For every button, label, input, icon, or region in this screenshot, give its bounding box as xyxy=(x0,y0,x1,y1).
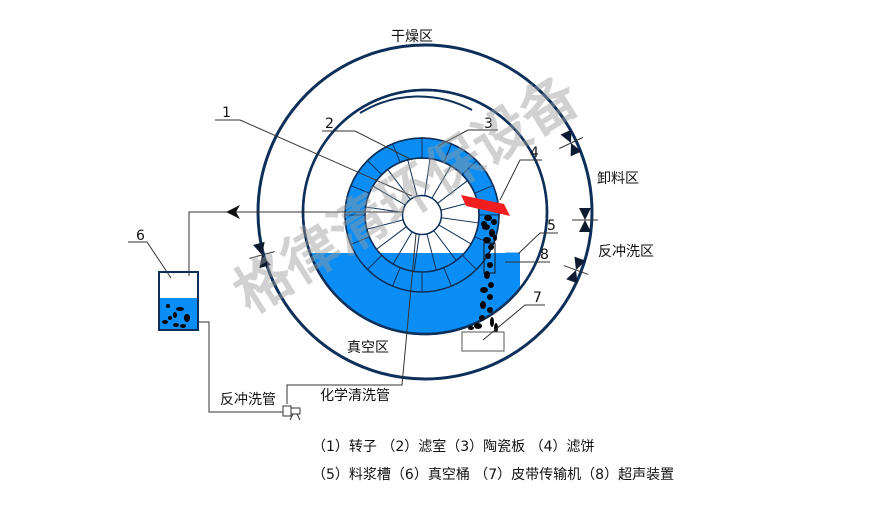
spoke xyxy=(433,229,457,261)
spoke xyxy=(407,159,418,197)
spoke xyxy=(438,224,472,245)
label-7: 7 xyxy=(533,290,542,306)
zone-boundary-marker-icon xyxy=(572,208,598,232)
cake-particle xyxy=(468,326,474,330)
belt-conveyor xyxy=(461,331,505,352)
ring-divider xyxy=(392,143,401,163)
tank-particle xyxy=(168,316,172,320)
tank-particle xyxy=(173,323,179,327)
tank-particle xyxy=(166,304,170,308)
cake-particle xyxy=(479,315,485,321)
cake-particle xyxy=(488,244,494,250)
cake-particle xyxy=(480,287,488,293)
cake-particle xyxy=(491,219,497,225)
zone-boundary-marker-icon xyxy=(559,129,583,157)
vacuum-tank-particles xyxy=(162,304,190,328)
zone-boundary-marker-icon xyxy=(563,256,589,284)
filter-cake-particles xyxy=(468,215,498,333)
label-2: 2 xyxy=(325,116,334,132)
backwash-pipe-label: 反冲洗管 xyxy=(220,392,276,408)
leader-lines xyxy=(128,119,558,341)
tank-particle xyxy=(180,324,186,328)
spoke xyxy=(365,206,404,213)
vacuum-tank xyxy=(158,271,199,331)
ring-divider xyxy=(350,185,370,194)
label-3: 3 xyxy=(484,116,493,132)
spoke xyxy=(436,180,468,204)
ring-divider xyxy=(474,185,494,194)
backwash-pipe xyxy=(198,321,283,413)
zone-boundary-marker-icon xyxy=(249,241,275,269)
label-1: 1 xyxy=(222,105,231,121)
ring-divider xyxy=(461,160,477,176)
valve-icon[interactable] xyxy=(282,405,301,421)
label-8: 8 xyxy=(540,247,549,263)
tank-particle xyxy=(173,312,177,318)
spoke xyxy=(387,169,411,201)
rotation-arc xyxy=(359,95,473,114)
cake-particle xyxy=(487,262,493,268)
legend-line-1: （1）转子 （2）滤室（3）陶瓷板 （4）滤饼 xyxy=(312,438,595,455)
zone-discharge: 卸料区 xyxy=(597,171,639,187)
legend-line-2: （5）料浆槽（6）真空桶 （7）皮带传输机（8）超声装置 xyxy=(312,467,674,483)
ring-divider xyxy=(443,143,452,163)
tank-particle xyxy=(176,307,184,311)
rotor-hub xyxy=(401,194,443,236)
chemical-cleaning-pipe xyxy=(286,233,417,404)
spoke xyxy=(413,233,420,272)
cake-particle xyxy=(487,294,493,300)
zone-vacuum: 真空区 xyxy=(347,340,389,356)
cake-particle xyxy=(489,229,495,237)
cake-particle xyxy=(480,301,486,309)
cake-particle xyxy=(487,307,493,313)
cake-particle xyxy=(493,235,497,241)
spoke xyxy=(424,158,431,197)
cake-particle xyxy=(481,221,487,227)
ring-divider xyxy=(367,254,383,270)
spoke xyxy=(372,185,406,206)
ring-divider xyxy=(350,236,370,245)
chemical-pipe-label: 化学清洗管 xyxy=(320,388,390,404)
zone-drying: 干燥区 xyxy=(391,29,433,45)
cake-particle xyxy=(490,317,494,327)
spoke xyxy=(440,217,479,224)
ring-divider xyxy=(367,160,383,176)
ring-divider xyxy=(461,254,477,270)
vacuum-pipe xyxy=(188,211,404,276)
label-6: 6 xyxy=(136,228,145,244)
ring-dividers xyxy=(345,138,499,292)
spoke xyxy=(376,226,408,250)
spoke xyxy=(392,231,413,265)
cake-particle xyxy=(474,323,482,329)
spoke xyxy=(426,233,437,271)
tank-particle xyxy=(162,320,168,324)
ring-divider xyxy=(392,267,401,287)
cake-particle xyxy=(484,271,490,279)
scraper-blade xyxy=(461,195,510,216)
spoke xyxy=(431,165,452,199)
spoke xyxy=(366,219,404,230)
cake-particle xyxy=(484,215,492,221)
tank-particle xyxy=(184,314,190,322)
ring-divider xyxy=(443,267,452,287)
cake-particle xyxy=(483,237,491,243)
rotor-spokes xyxy=(365,158,479,272)
cake-particle xyxy=(485,253,491,259)
label-5: 5 xyxy=(547,218,556,234)
flow-arrow-icon xyxy=(226,205,240,219)
cake-particle xyxy=(488,282,494,288)
zone-backwash: 反冲洗区 xyxy=(598,244,654,260)
label-4: 4 xyxy=(530,145,539,161)
